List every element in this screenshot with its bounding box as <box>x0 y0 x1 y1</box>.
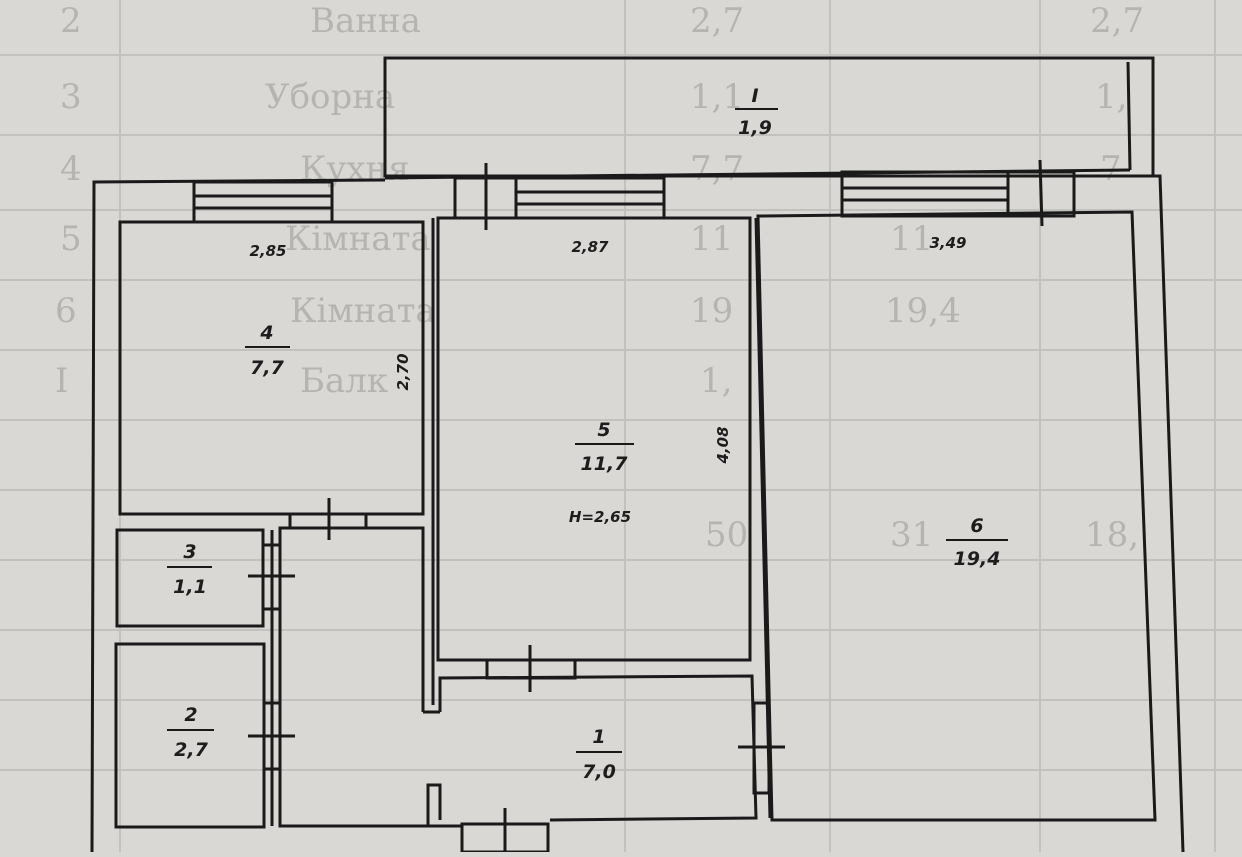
outer-wall-right <box>1075 174 1185 853</box>
room-label-1: 1 7,0 <box>576 726 622 783</box>
bg-row-no: 2 <box>60 1 82 41</box>
room-number: 1 <box>592 726 605 748</box>
bg-row-no: 4 <box>60 149 82 189</box>
window-room-5 <box>514 176 666 220</box>
bg-row-area2: 1, <box>1095 77 1127 117</box>
room-label-2: 2 2,7 <box>167 704 214 761</box>
room-1-outline <box>278 526 462 828</box>
bg-row-name: Уборна <box>265 77 395 117</box>
bg-row-name: Кімната <box>290 291 436 331</box>
bg-row-no: I <box>55 361 68 401</box>
door-bath <box>248 701 295 771</box>
room-label-balcony: I 1,9 <box>735 85 778 139</box>
bg-row-no: 3 <box>60 77 82 117</box>
room-number: I <box>751 85 758 107</box>
room-area: 7,7 <box>250 357 284 379</box>
room-1-outline-b <box>438 674 758 822</box>
room-label-4: 4 7,7 <box>245 322 290 379</box>
room-area: 19,4 <box>954 548 1001 570</box>
room-label-5: 5 11,7 <box>575 419 634 475</box>
door-room-6 <box>738 701 785 795</box>
balcony-inner-wall <box>1126 61 1132 171</box>
room-area: 1,1 <box>173 576 207 598</box>
room-area: 11,7 <box>581 453 629 475</box>
room-number: 2 <box>184 704 197 726</box>
room-area: 1,9 <box>738 117 772 139</box>
windows <box>192 170 1010 224</box>
bg-row-area: 1, <box>700 361 732 401</box>
room-labels: I 1,9 4 7,7 5 11,7 6 19,4 3 1,1 2 2,7 <box>167 85 1008 783</box>
bg-row-area: 1,1 <box>690 77 744 117</box>
bg-row-area2: 2,7 <box>1090 1 1144 41</box>
dimension-room-5-height: 4,08 <box>714 426 732 464</box>
door-room-5 <box>485 645 577 692</box>
door-kitchen <box>288 498 368 540</box>
dimension-room-5-width: 2,87 <box>571 238 609 256</box>
doors <box>248 159 1076 854</box>
ceiling-height: H=2,65 <box>569 508 631 526</box>
room-5-outline <box>436 216 752 662</box>
room-label-3: 3 1,1 <box>167 541 212 598</box>
door-balcony-room-6 <box>1006 159 1076 227</box>
bg-row-no: 5 <box>60 219 82 259</box>
door-toilet <box>248 543 295 611</box>
bg-row-name: Ванна <box>310 1 421 41</box>
dimension-room-6-width: 3,49 <box>929 234 966 252</box>
window-kitchen <box>192 180 334 224</box>
bg-row-name: Кімната <box>285 219 431 259</box>
bg-row-area: 11 <box>690 219 733 259</box>
door-balcony <box>453 163 518 230</box>
bg-row-area: 7,7 <box>690 149 744 189</box>
bg-row-no: 6 <box>55 291 77 331</box>
room-number: 3 <box>183 541 196 563</box>
background-table-text: 2 Ванна 2,7 2,7 3 Уборна 1,1 1, 4 Кухня … <box>55 1 1144 555</box>
bg-total-area3: 18, <box>1085 515 1139 555</box>
bg-row-name: Балк <box>300 361 388 401</box>
room-area: 7,0 <box>582 761 616 783</box>
room-area: 2,7 <box>174 739 208 761</box>
room-number: 4 <box>259 322 273 344</box>
balcony-outline <box>383 56 1155 178</box>
bg-total-area: 50 <box>705 515 748 555</box>
room-label-6: 6 19,4 <box>946 515 1008 570</box>
bg-row-area: 19 <box>690 291 733 331</box>
room-number: 6 <box>970 515 983 537</box>
dimension-kitchen-width: 2,85 <box>249 242 286 260</box>
bg-row-area2: 19,4 <box>885 291 961 331</box>
bg-row-area: 2,7 <box>690 1 744 41</box>
door-entrance <box>460 808 550 854</box>
bg-row-area2: 11 <box>890 219 933 259</box>
bg-total-area2: 31 <box>890 515 933 555</box>
room-number: 5 <box>597 419 610 441</box>
room-2-outline <box>114 642 266 829</box>
dimension-labels: 2,85 2,87 3,49 2,70 4,08 H=2,65 <box>249 234 966 526</box>
room-1-doorjamb-b <box>426 783 442 826</box>
dimension-kitchen-height: 2,70 <box>394 353 412 390</box>
